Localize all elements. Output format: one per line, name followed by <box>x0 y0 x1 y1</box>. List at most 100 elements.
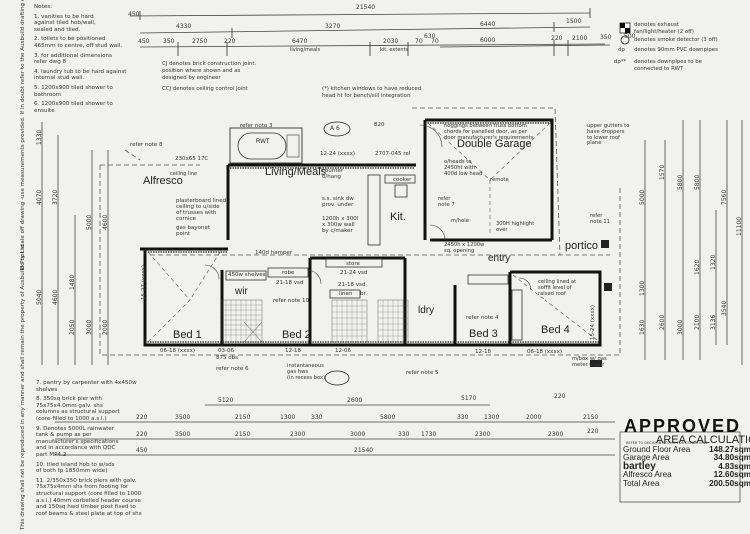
annot-ceiling-soffit: ceiling lined at soffit level of raised … <box>538 279 577 297</box>
rwt-label: RWT <box>256 139 270 145</box>
room-kitchen: Kit. <box>390 211 406 223</box>
dim-right-1630: 1630 <box>639 319 646 335</box>
dim-bot-5170: 5170 <box>461 395 477 402</box>
annot-refer-note-5: refer note 5 <box>406 370 439 376</box>
annot-refer-note-8: refer note 8 <box>130 142 163 148</box>
dim-bot-1300b: 1300 <box>484 414 500 421</box>
dim-top-living-label: living/meals <box>290 47 321 53</box>
note-6: 6. 1200x900 tiled shower to ensuite <box>34 101 113 114</box>
room-bed-1: Bed 1 <box>173 329 202 341</box>
dim-top-kit-label: kit. extents <box>380 47 409 53</box>
area-row: bartley 4.83sqm <box>623 461 750 472</box>
annot-refer-note-3: refer note 3 <box>240 123 273 129</box>
area-row: Garage Area 34.80sqm <box>623 453 750 463</box>
area-value: 12.60sqm <box>713 470 750 480</box>
dim-bot-330a: 330 <box>311 414 323 421</box>
note-4: 4. laundry tub to be hard against intern… <box>34 68 127 82</box>
dim-right-3000: 3000 <box>677 319 684 335</box>
dim-bot-left-450: 450 <box>136 447 148 454</box>
annot-linen: linen <box>339 291 353 297</box>
dim-top-3270: 3270 <box>325 23 341 30</box>
dim-top-450: 450 <box>138 38 150 45</box>
annot-store-vsd: 21-24 vsd <box>340 270 368 276</box>
notes-heading: Notes: <box>34 4 53 10</box>
area-calculations-table: Ground Floor Area 148.27sqm Garage Area … <box>623 445 750 488</box>
notes-panel-lower: 7. pantry by carpenter with 4x450w shelv… <box>36 380 156 520</box>
notes-panel: Notes: 1. vanities to be hard against ti… <box>34 4 130 117</box>
dim-right-1620: 1620 <box>694 259 701 275</box>
annot-noggings: noggings between truss bottom chords for… <box>444 123 534 141</box>
annot-upper-gutters: upper gutters to have droppers to lower … <box>587 123 630 147</box>
dim-right-5800a: 5800 <box>677 174 684 190</box>
dim-top-2030: 2030 <box>383 38 399 45</box>
annot-refer-note-6: refer note 6 <box>216 366 249 372</box>
room-double-garage: Double Garage <box>457 138 532 150</box>
dim-left-2050: 2050 <box>69 319 76 335</box>
dim-left-1480: 1480 <box>69 274 76 290</box>
note-2: 2. toilets to be positioned 465mm to cen… <box>34 36 123 49</box>
area-value: 34.80sqm <box>713 453 750 463</box>
dim-top-6470: 6470 <box>292 38 308 45</box>
annot-window-bed1: 06-18 (xxxx) <box>160 348 196 354</box>
dim-bot-220b: 220 <box>587 428 599 435</box>
dim-bot-1730: 1730 <box>421 431 437 438</box>
dim-bot-overall: 21540 <box>354 447 374 454</box>
dim-bot-left-220b: 220 <box>136 431 148 438</box>
dim-right-3540: 3540 <box>721 300 728 316</box>
stamp-fine-print: REFER TO DECISION NOTICE FOR CONDITIONS <box>626 441 708 445</box>
dim-right-1320: 1320 <box>710 254 717 270</box>
dim-top-4330: 4330 <box>176 23 192 30</box>
approved-stamp-text: APPROVED <box>624 416 742 436</box>
annot-remote: remote <box>490 177 509 183</box>
area-label: Alfresco Area <box>623 470 672 480</box>
area-value: 148.27sqm <box>709 445 750 454</box>
dim-top-2100: 2100 <box>572 35 588 42</box>
dim-top-220: 220 <box>224 38 236 45</box>
copyright-notice: This drawing shall not be reproduced in … <box>20 244 26 530</box>
dim-right-1300: 1300 <box>639 280 646 296</box>
annot-hamper: 140d hamper <box>255 250 293 256</box>
note-5: 5. 1200x900 tiled shower to bathroom <box>34 84 113 98</box>
annot-broom: br. <box>360 291 367 297</box>
annot-robe-bed2: robe <box>282 270 295 276</box>
annot-linen-vsd: 21-18 vsd <box>338 282 366 288</box>
annot-counter: counter o/hang <box>322 168 344 180</box>
room-bed-3: Bed 3 <box>469 328 498 340</box>
legend-downpipe-rwt: denotes downpipes to be connected to RWT <box>634 59 702 72</box>
dim-bot-2300a: 2300 <box>290 431 306 438</box>
dim-left-3000: 3000 <box>86 319 93 335</box>
annot-garage-opening: 2450h x 1200w sq. opening <box>444 242 485 254</box>
dim-right-2100: 2100 <box>694 314 701 330</box>
dim-bot-2150c: 2150 <box>235 431 251 438</box>
legend-downpipe-symbol: dp <box>618 47 625 53</box>
dim-top-eave: 450 <box>128 11 140 18</box>
dim-top-350b: 350 <box>600 34 612 41</box>
dim-bot-5800: 5800 <box>380 414 396 421</box>
annot-manhole: m/hole <box>451 218 469 224</box>
dim-top-overall: 21540 <box>356 4 376 11</box>
room-portico: portico <box>565 240 599 252</box>
room-wir: wir <box>235 286 248 297</box>
note-11: 11. 2/350x350 brick piers with galv. 75x… <box>36 477 142 517</box>
legend-downpipe-rwt-symbol: dp** <box>614 59 627 65</box>
area-value: 4.83sqm <box>718 461 750 471</box>
annot-plasterboard: plasterboard lined ceiling to u/side of … <box>176 198 227 222</box>
dim-top-1500: 1500 <box>566 18 582 25</box>
dim-right-7560: 7560 <box>721 189 728 205</box>
annot-window-2707: 2707-045 rel <box>375 151 411 157</box>
dim-right-5800b: 5800 <box>694 174 701 190</box>
dim-right-2600: 2600 <box>659 314 666 330</box>
area-label: Total Area <box>623 478 660 488</box>
dim-bot-2300b: 2300 <box>475 431 491 438</box>
annot-meter-box: m/box w/ gas meter under <box>572 356 607 368</box>
room-bed-2: Bed 2 <box>282 329 311 341</box>
annot-store: store <box>346 261 360 267</box>
annot-window-bath: 12-06 <box>335 348 351 354</box>
dim-left-4600b: 4600 <box>102 214 109 230</box>
annot-ceiling-line: ceiling line <box>170 171 197 177</box>
annot-window-obs: 875 obs <box>216 355 238 361</box>
annot-window-bed3: 12-18 <box>475 349 491 355</box>
note-7: 7. pantry by carpenter with 4x450w shelv… <box>36 380 137 393</box>
annot-sink: s.s. sink dw prov. under <box>322 196 354 208</box>
